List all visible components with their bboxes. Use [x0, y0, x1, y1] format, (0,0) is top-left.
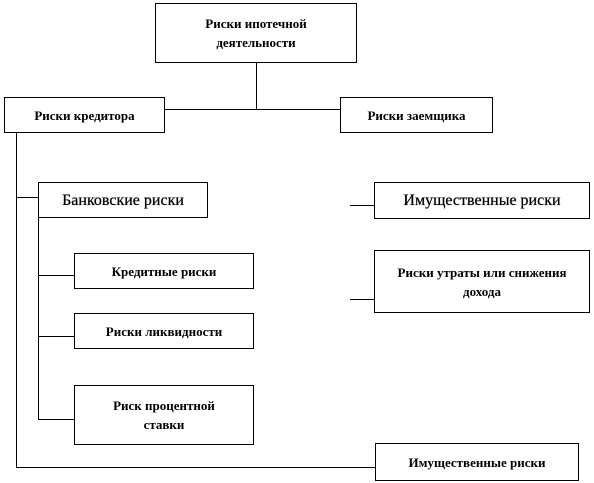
banking-trunk-line — [38, 218, 39, 420]
liquidity-risks-label: Риски ликвидности — [105, 323, 223, 339]
income-loss-risks-line2: дохода — [463, 283, 501, 299]
borrower-risks-node: Риски заемщика — [340, 97, 493, 133]
property-right-stub-line — [350, 205, 374, 206]
income-loss-risks-line1: Риски утраты или снижения — [397, 264, 567, 280]
liquidity-risks-node: Риски ликвидности — [74, 313, 254, 349]
root-node-line2: деятельности — [216, 35, 296, 50]
interest-branch-line — [38, 419, 74, 420]
property-risks-right-node: Имущественные риски — [374, 182, 590, 219]
lender-trunk-line — [16, 133, 17, 468]
property-risks-bottom-node: Имущественные риски — [375, 443, 579, 481]
bottom-branch-line — [16, 467, 375, 468]
interest-rate-risk-line1: Риск процентной — [113, 398, 215, 413]
root-node-line1: Риски ипотечной — [205, 16, 307, 31]
property-risks-right-label: Имущественные риски — [403, 192, 561, 209]
top-branch-line — [165, 109, 340, 110]
interest-rate-risk-line2: ставки — [143, 417, 185, 432]
credit-risks-label: Кредитные риски — [111, 263, 217, 279]
credit-branch-line — [38, 275, 74, 276]
income-loss-risks-node: Риски утраты или снижения дохода — [374, 250, 590, 313]
lender-risks-node: Риски кредитора — [4, 97, 165, 133]
banking-risks-label: Банковские риски — [62, 191, 184, 209]
banking-branch-line — [16, 197, 38, 198]
lender-risks-label: Риски кредитора — [34, 107, 135, 123]
income-loss-stub-line — [350, 299, 374, 300]
interest-rate-risk-node: Риск процентной ставки — [74, 385, 254, 445]
root-node: Риски ипотечной деятельности — [155, 3, 357, 63]
property-risks-bottom-label: Имущественные риски — [408, 454, 546, 470]
root-stem-line — [256, 63, 257, 110]
borrower-risks-label: Риски заемщика — [367, 107, 466, 123]
liquidity-branch-line — [38, 336, 74, 337]
credit-risks-node: Кредитные риски — [74, 253, 254, 289]
banking-risks-node: Банковские риски — [38, 182, 208, 218]
